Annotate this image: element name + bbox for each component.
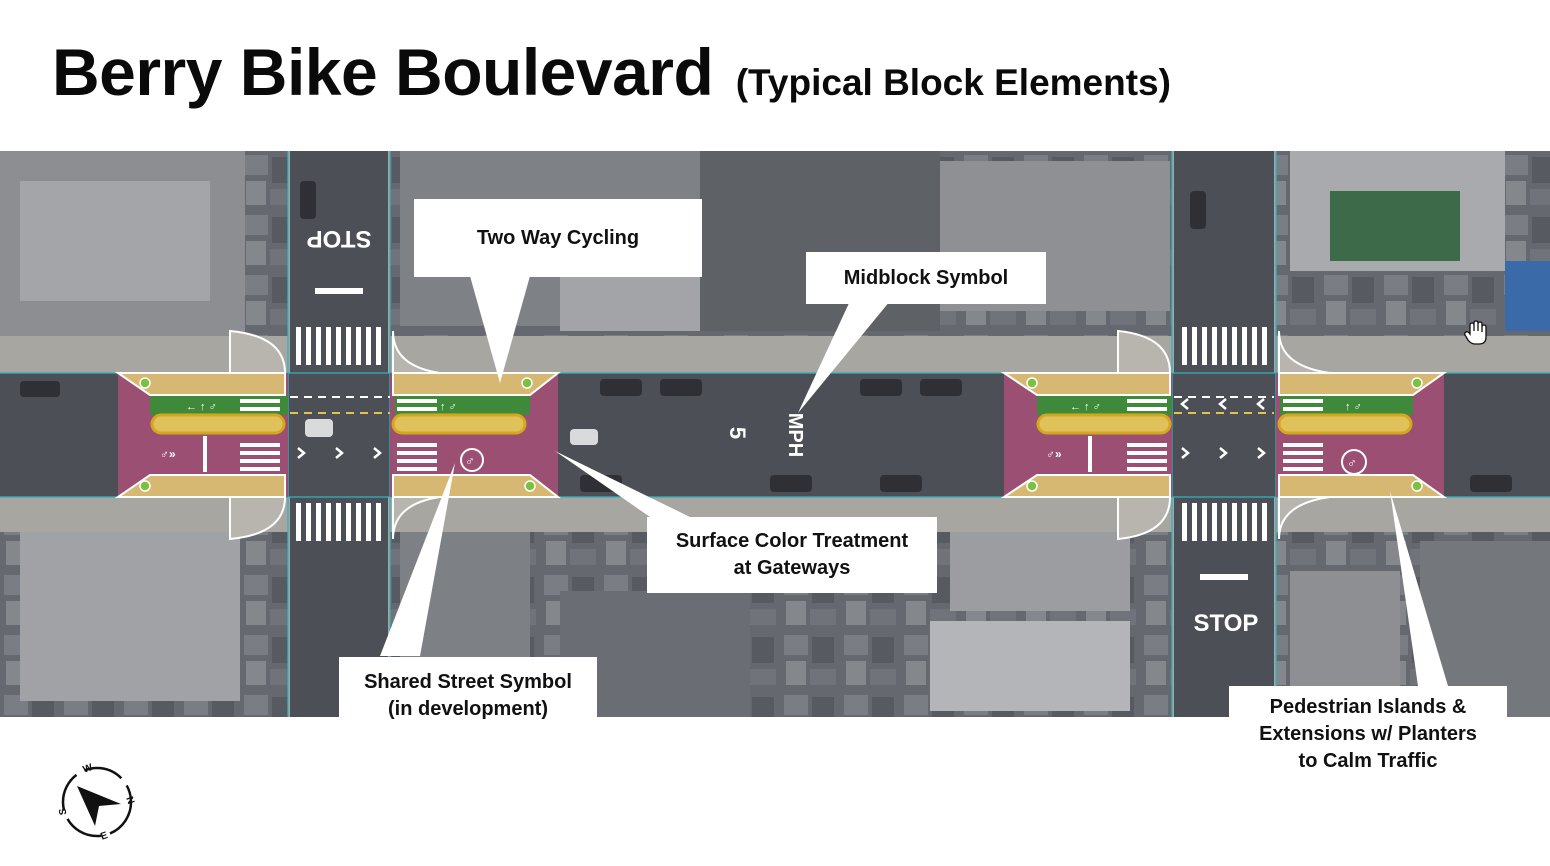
page-title: Berry Bike Boulevard [52,35,714,109]
callout-pedestrian-islands-line-3: to Calm Traffic [1298,749,1438,772]
callout-shared-street: Shared Street Symbol (in development) [339,657,597,735]
svg-text:↑ ♂: ↑ ♂ [440,401,457,413]
compass-west: W [81,762,94,776]
callout-shared-street-line-1: Shared Street Symbol [364,671,572,693]
compass-south: S [57,807,69,816]
crosswalks [296,327,1267,541]
callout-two-way-cycling: Two Way Cycling [414,199,702,277]
callout-shared-street-line-2: (in development) [387,698,548,720]
title-block: Berry Bike Boulevard (Typical Block Elem… [52,34,1171,110]
stop-marking-north: STOP [307,225,372,252]
svg-text:↑ ♂: ↑ ♂ [1345,401,1362,413]
callout-surface-color-line-1: Surface Color Treatment [675,530,909,552]
callout-surface-color-line-2: at Gateways [733,557,851,579]
svg-text:♂: ♂ [1347,455,1357,470]
cross-street-east [1174,151,1274,717]
svg-text:♂»: ♂» [160,447,176,461]
compass-icon: N E S W [57,762,136,843]
svg-text:♂»: ♂» [1046,447,1062,461]
stop-marking-south: STOP [1194,610,1259,637]
callout-midblock-symbol-label: Midblock Symbol [843,266,1009,289]
callout-pedestrian-islands-line-1: Pedestrian Islands & [1269,695,1467,718]
svg-text:← ↑ ♂: ← ↑ ♂ [1070,401,1101,413]
speed-marking-number: 5 [725,427,750,439]
callout-pedestrian-islands: Pedestrian Islands & Extensions w/ Plant… [1229,686,1507,782]
callout-midblock-symbol: Midblock Symbol [806,252,1046,304]
callout-pointers [380,276,1448,686]
compass-north: N [123,795,136,806]
svg-text:← ↑ ♂: ← ↑ ♂ [186,401,217,413]
speed-marking-unit: MPH [784,413,806,457]
shared-street-symbol [460,448,1367,475]
street-plan-map: ← ↑ ♂ ↑ ♂ ← ↑ ♂ ↑ ♂ [0,151,1550,717]
callout-surface-color: Surface Color Treatment at Gateways [647,517,937,593]
compass-east: E [99,830,109,843]
hand-cursor-icon [1464,320,1487,345]
pedestrian-islands [150,413,1413,435]
callout-two-way-cycling-label: Two Way Cycling [476,226,640,249]
callout-pedestrian-islands-line-2: Extensions w/ Planters [1259,722,1477,745]
page-subtitle: (Typical Block Elements) [735,62,1171,103]
svg-text:♂: ♂ [465,453,475,468]
